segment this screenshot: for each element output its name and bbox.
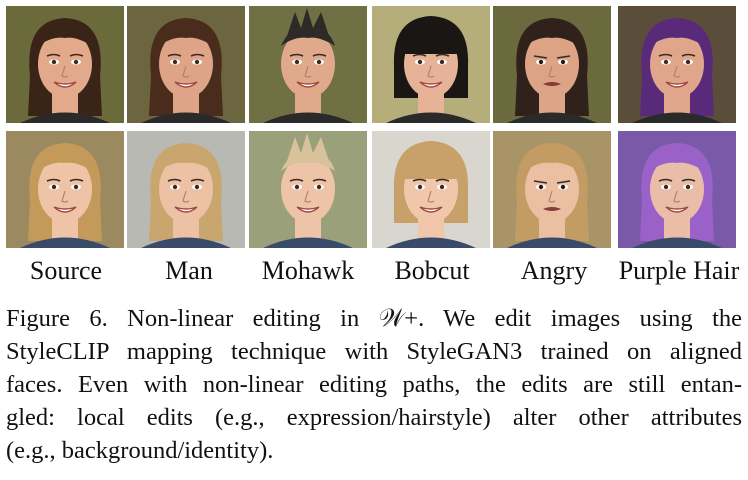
child-face-man: [127, 131, 245, 248]
caption-line-4: gled: local edits (e.g., expression/hair…: [6, 404, 742, 431]
caption-line-2: StyleCLIP mapping technique with StyleGA…: [6, 338, 742, 365]
child-face-source: [6, 131, 124, 248]
figure-caption: Figure 6. Non-linear editing in 𝒲+. We e…: [6, 302, 742, 467]
child-face-purple-hair: [618, 131, 736, 248]
woman-face-purple-hair: [618, 6, 736, 123]
row-child: [6, 131, 742, 248]
label-angry: Angry: [520, 256, 588, 285]
image-grid: [6, 6, 742, 256]
label-purple-hair: Purple Hair: [618, 256, 740, 285]
caption-line-5: (e.g., background/identity).: [6, 437, 274, 464]
woman-face-man: [127, 6, 245, 123]
woman-face-bobcut: [372, 6, 490, 123]
woman-face-mohawk: [249, 6, 367, 123]
caption-line-3: faces. Even with non-linear editing path…: [6, 371, 742, 398]
child-face-angry: [493, 131, 611, 248]
woman-face-angry: [493, 6, 611, 123]
child-face-mohawk: [249, 131, 367, 248]
label-man: Man: [165, 256, 213, 285]
label-mohawk: Mohawk: [261, 256, 355, 285]
woman-face-source: [6, 6, 124, 123]
column-labels: Source Man Mohawk Bobcut Angry Purple Ha…: [0, 256, 748, 296]
row-woman: [6, 6, 742, 123]
child-face-bobcut: [372, 131, 490, 248]
label-bobcut: Bobcut: [394, 256, 470, 285]
caption-line-1: Figure 6. Non-linear editing in 𝒲+. We e…: [6, 305, 742, 332]
label-source: Source: [29, 256, 103, 285]
